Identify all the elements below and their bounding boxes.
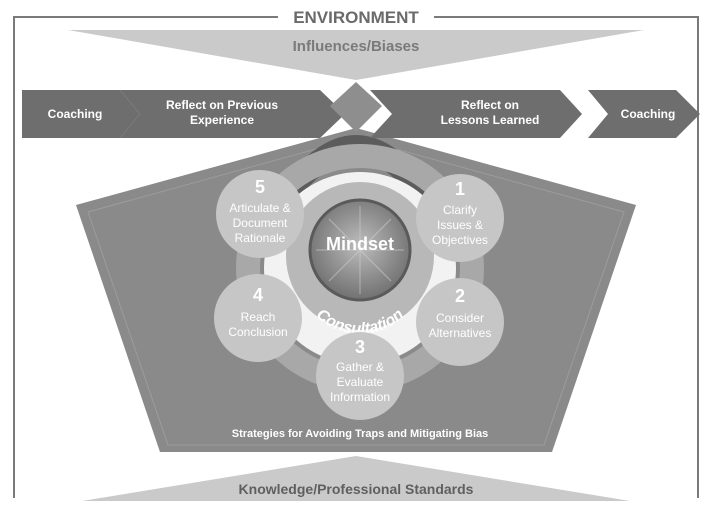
center-diamond xyxy=(330,82,382,132)
coaching-left-label: Coaching xyxy=(48,107,103,121)
knowledge-standards-label: Knowledge/Professional Standards xyxy=(239,481,474,497)
pentagon-inner xyxy=(87,137,625,446)
step-1-line-2: Issues & xyxy=(437,218,483,232)
step-1: 1 Clarify Issues & Objectives xyxy=(416,174,504,262)
step-4: 4 Reach Conclusion xyxy=(214,274,302,362)
step-3-line-1: Gather & xyxy=(336,360,384,374)
reflect-previous-label-1: Reflect on Previous xyxy=(166,98,278,112)
step-5: 5 Articulate & Document Rationale xyxy=(216,170,304,258)
pentagon-caption: Strategies for Avoiding Traps and Mitiga… xyxy=(232,428,489,440)
step-2-circle xyxy=(416,278,504,366)
coaching-arrow-right xyxy=(588,90,700,138)
step-5-circle xyxy=(216,170,304,258)
step-3-circle xyxy=(316,332,404,420)
coaching-arrow-left xyxy=(22,90,140,138)
step-2: 2 Consider Alternatives xyxy=(416,278,504,366)
step-5-line-1: Articulate & xyxy=(229,201,290,215)
reflect-lessons-label-1: Reflect on xyxy=(461,98,519,112)
step-5-line-3: Rationale xyxy=(235,231,286,245)
step-4-circle xyxy=(214,274,302,362)
influences-biases-banner xyxy=(68,30,644,80)
step-2-line-1: Consider xyxy=(436,311,484,325)
mindset-label: Mindset xyxy=(326,234,394,254)
coaching-right-label: Coaching xyxy=(621,107,676,121)
step-3-number: 3 xyxy=(355,337,365,357)
step-4-number: 4 xyxy=(253,285,263,305)
influences-biases-label: Influences/Biases xyxy=(293,38,420,55)
step-3-line-3: Information xyxy=(330,390,390,404)
reflect-previous-arrow xyxy=(120,90,345,138)
compass-ticks xyxy=(316,206,404,294)
step-1-line-3: Objectives xyxy=(432,233,488,247)
step-1-circle xyxy=(416,174,504,262)
step-5-number: 5 xyxy=(255,177,265,197)
step-4-line-2: Conclusion xyxy=(228,325,287,339)
step-1-line-1: Clarify xyxy=(443,203,477,217)
reflect-lessons-label-2: Lessons Learned xyxy=(441,113,540,127)
reflect-previous-label-2: Experience xyxy=(190,113,254,127)
step-1-number: 1 xyxy=(455,179,465,199)
step-5-line-2: Document xyxy=(233,216,288,230)
step-3: 3 Gather & Evaluate Information xyxy=(316,332,404,420)
knowledge-standards-banner xyxy=(82,456,630,501)
step-4-line-1: Reach xyxy=(241,310,276,324)
environment-title: ENVIRONMENT xyxy=(293,8,419,27)
step-2-line-2: Alternatives xyxy=(429,326,492,340)
reflect-lessons-arrow xyxy=(370,90,582,138)
step-2-number: 2 xyxy=(455,286,465,306)
environment-frame xyxy=(13,16,699,498)
step-3-line-2: Evaluate xyxy=(337,375,384,389)
